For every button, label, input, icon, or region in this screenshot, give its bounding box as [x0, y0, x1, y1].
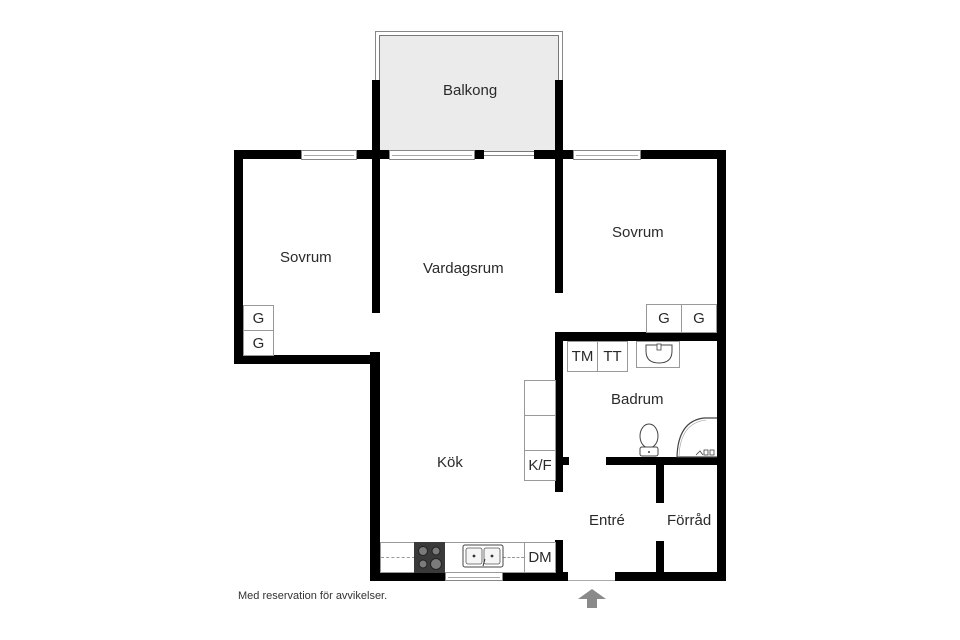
counter-dash-right — [503, 557, 524, 558]
wall-bathroom-top — [555, 332, 726, 341]
window-left-bedroom — [301, 150, 357, 160]
wall-storage-left-bottom — [656, 541, 664, 581]
disclaimer-text: Med reservation för avvikelser. — [238, 590, 388, 602]
wall-interior-left — [372, 150, 380, 313]
wall-balcony-right — [555, 80, 563, 160]
wall-bathroom-left — [555, 332, 563, 492]
wall-top-mid-b — [534, 150, 574, 159]
room-label-storage: Förråd — [667, 512, 712, 529]
wall-top-right — [640, 150, 726, 159]
shower-icon — [676, 417, 717, 458]
window-kitchen — [445, 572, 503, 581]
room-label-bathroom: Badrum — [611, 391, 664, 408]
wardrobe-left-1: G — [243, 305, 274, 331]
wall-bottom-c — [615, 572, 726, 581]
wall-storage-left-top — [656, 457, 664, 503]
wall-left-bedroom-bottom — [234, 355, 380, 364]
wall-kitchen-left — [370, 352, 380, 581]
kitchen-sink-icon — [462, 544, 504, 568]
wardrobe-right-1: G — [646, 304, 682, 333]
tumble-dryer: TT — [597, 341, 628, 372]
wardrobe-left-2: G — [243, 330, 274, 356]
wall-top-mid-a — [474, 150, 484, 159]
room-label-living-room: Vardagsrum — [423, 260, 504, 277]
balcony-area — [379, 35, 559, 152]
wall-bathroom-bottom — [606, 457, 726, 465]
entrance-arrow-icon — [578, 589, 606, 608]
room-label-kitchen: Kök — [437, 454, 463, 471]
stove-icon — [414, 542, 445, 573]
wall-bottom-a — [370, 572, 446, 581]
washing-machine: TM — [567, 341, 598, 372]
wall-bottom-b — [502, 572, 568, 581]
fridge-freezer: K/F — [524, 450, 556, 481]
room-label-balcony: Balkong — [443, 82, 498, 99]
bathroom-sink-icon — [645, 343, 673, 364]
wall-right-outer — [717, 150, 726, 581]
wall-bathroom-left-stub — [563, 457, 569, 465]
wall-interior-right — [555, 150, 563, 293]
wall-entry-left — [555, 540, 563, 581]
entrance-threshold — [568, 580, 615, 581]
toilet-icon — [639, 423, 659, 457]
counter-dash-left — [381, 557, 415, 558]
window-living-room — [389, 150, 475, 160]
room-label-bedroom-right: Sovrum — [612, 224, 664, 241]
room-label-bedroom-left: Sovrum — [280, 249, 332, 266]
window-right-bedroom — [573, 150, 641, 160]
wardrobe-right-2: G — [681, 304, 717, 333]
kitchen-cabinet-2 — [524, 415, 556, 451]
wall-balcony-left — [372, 80, 380, 160]
dishwasher: DM — [524, 542, 556, 573]
kitchen-cabinet-1 — [524, 380, 556, 416]
wall-left-outer — [234, 150, 243, 364]
wall-top-left — [234, 150, 302, 159]
room-label-entrance: Entré — [589, 512, 625, 529]
